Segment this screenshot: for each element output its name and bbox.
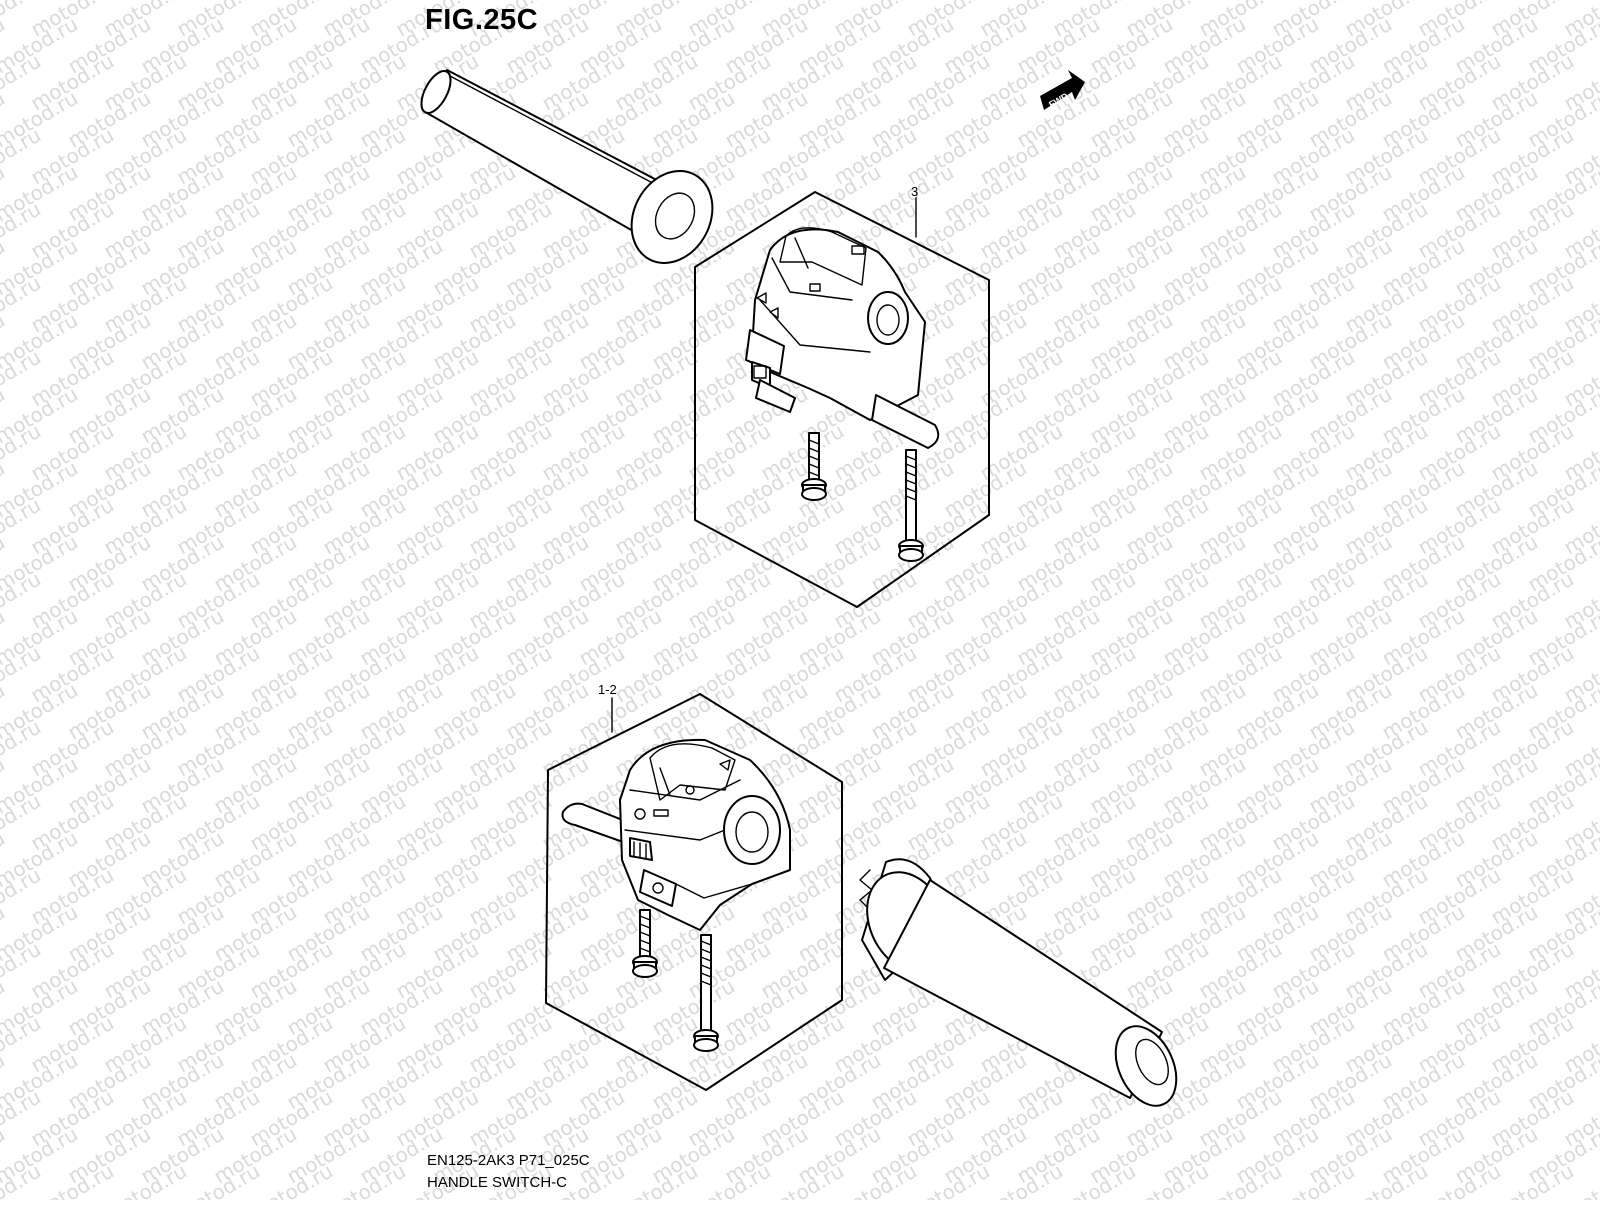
figure-title: FIG.25C (425, 4, 538, 37)
callout-3: 3 (911, 184, 918, 199)
figure-name: HANDLE SWITCH-C (427, 1174, 567, 1191)
figure-code: EN125-2AK3 P71_025C (427, 1152, 590, 1169)
callout-1-2: 1-2 (598, 682, 617, 697)
